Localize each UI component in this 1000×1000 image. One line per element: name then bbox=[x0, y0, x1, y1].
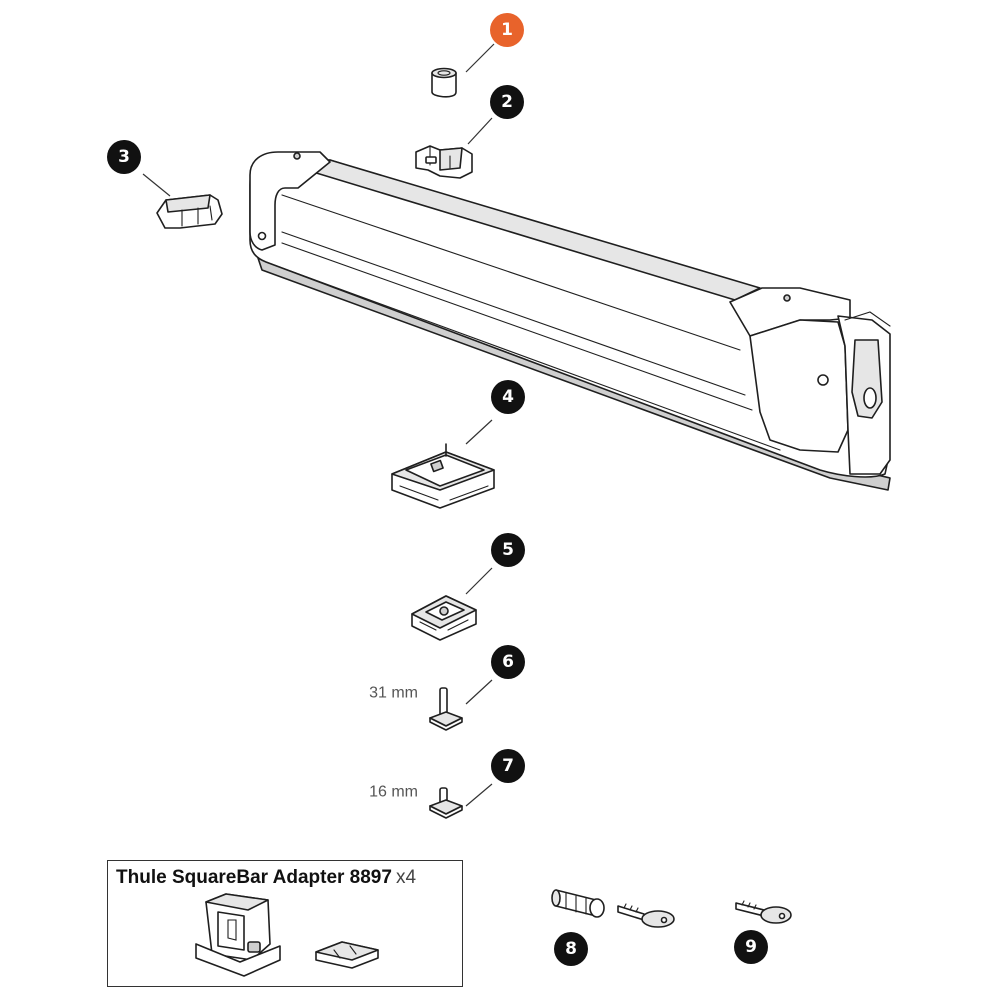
callout-5-badge bbox=[491, 533, 525, 567]
end-piece-icon bbox=[156, 194, 223, 229]
square-adapter-icon bbox=[411, 595, 477, 641]
callout-4-number: 4 bbox=[502, 387, 514, 407]
bolt-long-dimension: 31 mm bbox=[369, 685, 418, 702]
callout-4-badge bbox=[491, 380, 525, 414]
rail-icon bbox=[249, 151, 891, 491]
callout-8-badge bbox=[554, 932, 588, 966]
callout-7-badge bbox=[491, 749, 525, 783]
key-icon bbox=[617, 903, 675, 928]
callout-8-number: 8 bbox=[565, 939, 577, 959]
callout-5: 5 bbox=[491, 533, 525, 567]
callout-6: 6 bbox=[491, 645, 525, 679]
adapter-name: Thule SquareBar Adapter 8897 bbox=[116, 867, 392, 888]
callout-7-number: 7 bbox=[502, 756, 514, 776]
adapter-quantity: x4 bbox=[395, 867, 417, 888]
callout-6-number: 6 bbox=[502, 652, 514, 672]
callout-2-badge bbox=[490, 85, 524, 119]
callout-2-number: 2 bbox=[501, 92, 513, 112]
callout-3: 3 bbox=[107, 140, 141, 174]
callout-1-number: 1 bbox=[501, 20, 513, 40]
callout-9-badge bbox=[734, 930, 768, 964]
callout-4: 4 bbox=[491, 380, 525, 414]
callout-2: 2 bbox=[490, 85, 524, 119]
callout-9: 9 bbox=[734, 930, 768, 964]
lock-cylinder-icon bbox=[551, 889, 605, 918]
callout-8: 8 bbox=[554, 932, 588, 966]
bracket-icon bbox=[391, 443, 495, 509]
key-icon-2 bbox=[735, 900, 792, 924]
callout-1-badge bbox=[490, 13, 524, 47]
callout-3-badge bbox=[107, 140, 141, 174]
bolt-short-dimension: 16 mm bbox=[369, 784, 418, 801]
callout-1: 1 bbox=[490, 13, 524, 47]
callout-3-number: 3 bbox=[118, 147, 130, 167]
squarebar-adapter-icon bbox=[195, 893, 379, 977]
callout-7: 7 bbox=[491, 749, 525, 783]
callout-6-badge bbox=[491, 645, 525, 679]
t-bolt-short-icon bbox=[429, 787, 463, 819]
callout-9-number: 9 bbox=[745, 937, 757, 957]
callout-5-number: 5 bbox=[502, 540, 514, 560]
t-bolt-icon bbox=[429, 687, 463, 731]
end-cap-icon bbox=[431, 67, 457, 98]
clamp-icon bbox=[415, 145, 473, 179]
